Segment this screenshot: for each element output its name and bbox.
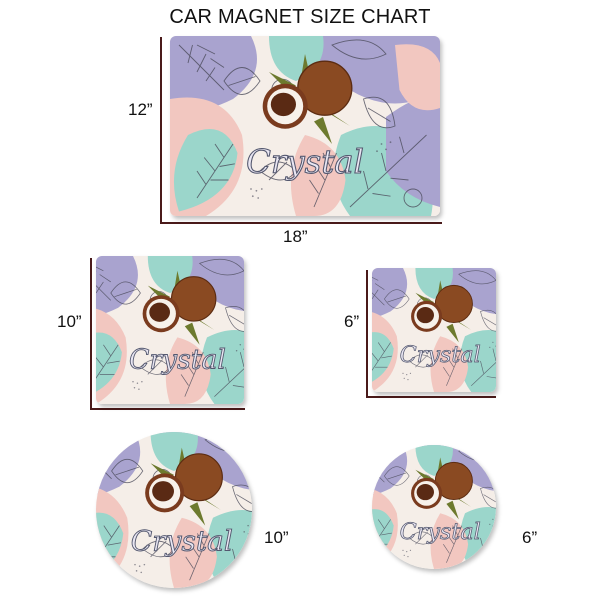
- magnet-circle-10in: [96, 432, 252, 588]
- height-label-12in: 12”: [128, 100, 153, 119]
- square-6-size-label: 6”: [344, 312, 360, 331]
- chart-title: CAR MAGNET SIZE CHART: [169, 6, 431, 28]
- magnet-square-6in: [372, 268, 496, 392]
- circle-10-size-label: 10”: [264, 528, 289, 547]
- square-10-dimension-line: [90, 258, 92, 410]
- square-6-base-line: [366, 396, 496, 398]
- square-6-dimension-line: [366, 270, 368, 398]
- circle-6-size-label: 6”: [522, 528, 538, 547]
- height-dimension-line: [160, 37, 162, 222]
- width-dimension-line: [160, 222, 442, 224]
- magnet-rectangle-18x12: [170, 36, 440, 216]
- magnet-square-10in: [96, 256, 244, 404]
- magnet-circle-6in: [372, 445, 496, 569]
- width-label-18in: 18”: [283, 227, 308, 246]
- square-10-size-label: 10”: [57, 312, 82, 331]
- square-10-base-line: [90, 408, 245, 410]
